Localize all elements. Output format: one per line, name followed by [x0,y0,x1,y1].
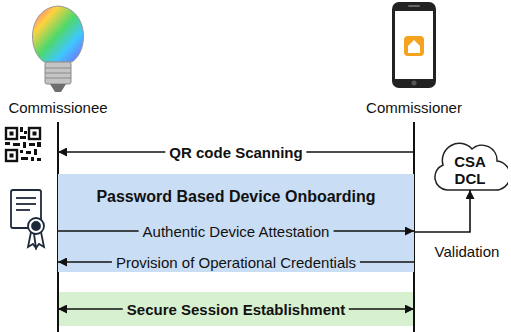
edge-label: Provision of Operational Credentials [112,254,360,271]
qr-finder [29,128,40,139]
certificate-line [16,203,36,205]
participant-label: Commissioner [364,99,464,117]
qr-module [5,142,10,145]
edge-label: Secure Session Establishment [123,301,349,318]
phone-speaker [408,5,420,7]
qr-module [29,143,35,146]
certificate-seal-core [32,222,40,230]
certificate-seal [28,218,44,234]
bulb-glass [32,6,83,62]
node-text: Password Based Device Onboarding [58,174,414,206]
qr-finder-dot [10,154,14,158]
qr-module [23,142,26,148]
qr-code-icon [5,127,41,161]
phone-button [412,81,417,86]
qr-module [13,143,20,146]
phone-body [392,2,436,88]
home-app-icon [404,36,424,56]
qr-finder [6,128,17,139]
qr-module [37,142,41,147]
edge-label: QR code Scanning [165,144,306,161]
bulb-base [45,62,71,84]
edge-label: Validation [431,243,504,260]
qr-module [31,157,34,161]
phone-icon [392,2,436,88]
qr-module [34,149,37,155]
node-text: CSA DCL [450,147,490,187]
phone-screen [395,11,433,79]
qr-module [37,158,41,161]
edge-label: Authentic Device Attestation [139,223,334,240]
bulb-tip [50,84,66,92]
certificate-icon [11,190,44,248]
qr-finder [6,150,17,161]
house-symbol [408,40,420,53]
bulb-thread [45,68,71,69]
certificate-line [16,209,30,211]
node-text: Commissioner [364,99,464,117]
qr-module [24,131,27,134]
node-text: Commissionee [6,99,110,117]
bulb-thread [45,78,71,79]
session-band [58,292,414,326]
qr-finder-dot [33,132,37,136]
bulb-thread [45,73,71,74]
qr-finder-dot [10,132,14,136]
message-arrow [414,190,470,232]
qr-module [20,150,23,153]
lightbulb-icon [32,6,83,92]
qr-module [21,157,28,160]
participant-label: Commissionee [6,99,110,117]
cloud-shape [435,143,508,190]
qr-module [20,127,23,132]
qr-module [20,136,26,139]
qr-module [26,151,31,154]
certificate-line [16,197,36,199]
